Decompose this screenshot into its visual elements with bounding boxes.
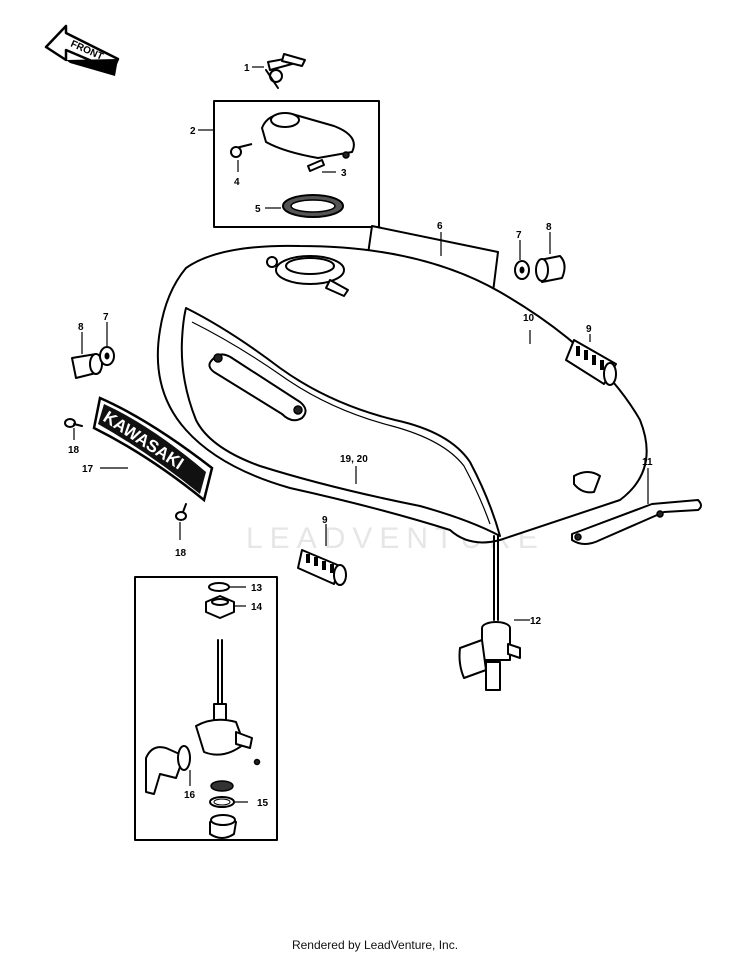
callout-2: 2 xyxy=(190,126,196,137)
callout-8a: 8 xyxy=(546,222,552,233)
gasket-ring-icon xyxy=(282,194,344,218)
callout-9a: 9 xyxy=(586,324,592,335)
screw-lower-icon xyxy=(175,503,187,521)
callout-17: 17 xyxy=(82,464,94,475)
footer-credit: Rendered by LeadVenture, Inc. xyxy=(291,938,459,952)
callout-10: 10 xyxy=(523,313,535,324)
filler-cap-group-box xyxy=(213,100,380,228)
callout-7a: 7 xyxy=(516,230,522,241)
tank-bracket-icon xyxy=(571,499,702,545)
callout-7b: 7 xyxy=(103,312,109,323)
callout-14: 14 xyxy=(251,602,263,613)
washer-left-icon xyxy=(99,346,115,366)
filler-cap-icon xyxy=(261,112,355,159)
callout-4: 4 xyxy=(234,177,240,188)
grommet-left-icon xyxy=(71,353,103,379)
callout-3: 3 xyxy=(341,168,347,179)
callout-16: 16 xyxy=(184,790,196,801)
sediment-cup-icon xyxy=(209,814,237,839)
hex-nut-icon xyxy=(205,595,235,619)
filter-screen-icon xyxy=(209,780,235,808)
o-ring-top-icon xyxy=(208,582,230,592)
callout-18a: 18 xyxy=(68,445,80,456)
fuel-tap-assembly-icon xyxy=(458,535,521,691)
callout-6: 6 xyxy=(437,221,443,232)
callout-12: 12 xyxy=(530,616,542,627)
callout-15: 15 xyxy=(257,798,269,809)
grommet-icon xyxy=(535,255,566,283)
callout-13: 13 xyxy=(251,583,263,594)
callout-9b: 9 xyxy=(322,515,328,526)
fuel-tap-body-icon xyxy=(145,639,261,795)
spring-pin-icon xyxy=(307,159,325,172)
callout-11: 11 xyxy=(642,457,653,468)
front-arrow: FRONT xyxy=(44,24,120,76)
rubber-cushion-lower-icon xyxy=(297,549,347,586)
pin-icon xyxy=(230,143,253,158)
fuel-tap-exploded-box xyxy=(134,576,278,841)
callout-19-20: 19, 20 xyxy=(340,454,368,465)
rubber-cushion-icon xyxy=(565,339,617,386)
screw-icon xyxy=(64,418,83,428)
callout-1: 1 xyxy=(244,63,250,74)
filler-neck-icon xyxy=(266,255,349,297)
washer-icon xyxy=(514,260,530,280)
fuel-tank-body xyxy=(156,244,648,544)
callout-5: 5 xyxy=(255,204,261,215)
key-icon xyxy=(265,53,306,89)
callout-8b: 8 xyxy=(78,322,84,333)
callout-18b: 18 xyxy=(175,548,187,559)
